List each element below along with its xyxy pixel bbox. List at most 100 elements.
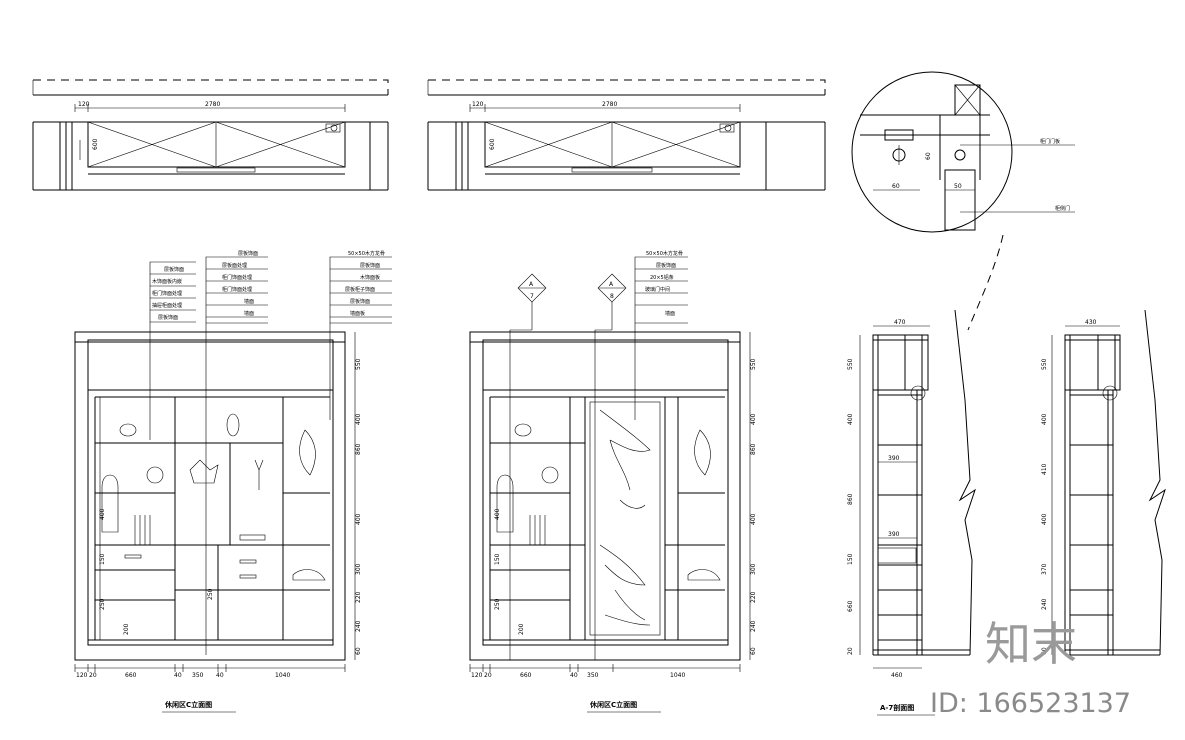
elev-b-bottom-dim-3: 660 bbox=[520, 672, 532, 679]
section-a7: 470 390 390 550 400 860 150 660 20 460 bbox=[847, 309, 976, 716]
elev-a-note-right-4: 层板柜子饰面 bbox=[345, 286, 375, 293]
elev-a-title: 休闲区C立面图 bbox=[164, 700, 212, 709]
elev-b-right-dim-2: 400 bbox=[750, 413, 757, 425]
sec-b-left-dim-2: 400 bbox=[1041, 413, 1048, 425]
elev-b-left-dim-3: 250 bbox=[494, 598, 501, 610]
elev-b-right-dim-1: 550 bbox=[750, 358, 757, 370]
elev-a-bottom-dim-1: 120 bbox=[76, 672, 88, 679]
elev-b-note-3: 20×5铝条 bbox=[650, 274, 674, 281]
elev-a-bottom-dim-7: 1040 bbox=[275, 672, 290, 679]
elev-b-right-dim-8: 60 bbox=[750, 647, 757, 655]
elev-a-mid-dim: 250 bbox=[207, 588, 214, 600]
sec-a-title: A-7剖面图 bbox=[880, 703, 914, 712]
detail-label-1: 柜门门板 bbox=[1040, 138, 1060, 145]
elev-a-note-right-1: 50×50木方龙骨 bbox=[348, 250, 385, 257]
elev-a-note-mid-5: 墙面 bbox=[244, 298, 254, 305]
elev-a-right-dim-5: 300 bbox=[355, 563, 362, 575]
elev-a-note-mid-2: 层板面处理 bbox=[222, 262, 247, 269]
elev-a-right-dim-4: 400 bbox=[355, 513, 362, 525]
elev-a-note-right-2: 层板饰面 bbox=[360, 262, 380, 269]
sec-b-left-dim-1: 550 bbox=[1041, 358, 1048, 370]
detail-dim-height: 60 bbox=[925, 152, 932, 160]
elev-a-note-left-1: 层板饰面 bbox=[164, 266, 184, 273]
detail-circle: 柜门门板 柜侧门 60 50 60 bbox=[851, 71, 1075, 331]
sec-b-left-dim-6: 240 bbox=[1041, 598, 1048, 610]
sec-a-left-dim-6: 20 bbox=[847, 647, 854, 655]
elev-b-bottom-dim-4: 40 bbox=[570, 672, 578, 679]
elev-a-bottom-dim-3: 660 bbox=[125, 672, 137, 679]
elev-b-note-1: 50×50木方龙骨 bbox=[646, 250, 683, 257]
elev-a-note-mid-6: 墙面 bbox=[244, 310, 254, 317]
elev-b-left-dim-2: 150 bbox=[494, 553, 501, 565]
sec-a-left-dim-4: 150 bbox=[847, 553, 854, 565]
elev-a-left-dim-3: 250 bbox=[99, 598, 106, 610]
sec-b-left-dim-7: 60 bbox=[1041, 647, 1048, 655]
elevation-b: 120 20 660 40 350 1040 550 400 860 400 3… bbox=[469, 250, 757, 713]
elev-a-left-dim-1: 400 bbox=[99, 508, 106, 520]
sec-b-top-dim: 430 bbox=[1085, 319, 1097, 326]
elev-a-note-right-6: 墙面板 bbox=[350, 310, 365, 317]
sec-a-top-dim: 470 bbox=[894, 319, 906, 326]
elev-a-right-dim-6: 220 bbox=[355, 591, 362, 603]
elev-b-note-5: 墙面 bbox=[665, 310, 675, 317]
sec-a-left-dim-1: 550 bbox=[847, 358, 854, 370]
elev-b-right-dim-3: 860 bbox=[750, 443, 757, 455]
elev-a-note-mid-4: 柜门饰面处理 bbox=[222, 286, 252, 293]
plan-view-a: 120 2780 600 bbox=[32, 79, 389, 191]
elev-a-bottom-dim-2: 20 bbox=[89, 672, 97, 679]
sec-b-left-dim-3: 410 bbox=[1041, 463, 1048, 475]
elev-b-bottom-dim-1: 120 bbox=[471, 672, 483, 679]
callout-a7-top: A bbox=[529, 281, 534, 288]
elev-a-bottom-dim-4: 40 bbox=[174, 672, 182, 679]
elev-a-bottom-dim-5: 350 bbox=[192, 672, 204, 679]
elev-b-left-dim-1: 400 bbox=[494, 508, 501, 520]
watermark-brand: 知末 bbox=[985, 617, 1077, 671]
elev-a-bottom-dim-6: 40 bbox=[216, 672, 224, 679]
sec-a-left-dim-2: 400 bbox=[847, 413, 854, 425]
elev-b-right-dim-7: 240 bbox=[750, 620, 757, 632]
elev-a-note-left-4: 抽屉柜面处理 bbox=[152, 302, 182, 309]
plan-a-dim-left: 120 bbox=[78, 101, 90, 108]
elev-a-note-right-3: 木饰面板 bbox=[360, 274, 380, 281]
plan-b-dim-depth: 600 bbox=[489, 138, 496, 150]
detail-dim-b: 50 bbox=[954, 183, 962, 190]
elev-a-right-dim-2: 400 bbox=[355, 413, 362, 425]
elev-b-right-dim-5: 300 bbox=[750, 563, 757, 575]
elev-a-note-left-3: 柜门饰面处理 bbox=[152, 290, 182, 297]
plan-view-b: 120 2780 600 bbox=[427, 79, 826, 191]
sec-a-left-dim-3: 860 bbox=[847, 493, 854, 505]
sec-a-inner-dim-1: 390 bbox=[888, 455, 900, 462]
callout-a8-top: A bbox=[609, 281, 614, 288]
elev-a-note-mid-3: 柜门饰面处理 bbox=[222, 274, 252, 281]
elev-a-left-dim-2: 150 bbox=[99, 553, 106, 565]
elev-a-note-left-2: 木饰面板内嵌 bbox=[152, 278, 182, 285]
elevation-a: 120 20 660 40 350 40 1040 550 400 860 40… bbox=[74, 250, 392, 713]
elev-b-bottom-dim-2: 20 bbox=[484, 672, 492, 679]
sec-b-left-dim-4: 400 bbox=[1041, 513, 1048, 525]
callout-a7-bottom: 7 bbox=[530, 293, 534, 300]
elev-a-right-dim-1: 550 bbox=[355, 358, 362, 370]
elev-a-note-left-5: 层板饰面 bbox=[158, 314, 178, 321]
elev-a-right-dim-8: 60 bbox=[355, 647, 362, 655]
elev-a-right-dim-7: 240 bbox=[355, 620, 362, 632]
elev-b-note-4: 玻璃门中间 bbox=[645, 286, 670, 293]
elev-a-note-right-5: 层板饰面 bbox=[350, 298, 370, 305]
elev-b-title: 休闲区C立面图 bbox=[589, 700, 637, 709]
elev-a-note-mid-1: 层板饰面 bbox=[238, 250, 258, 257]
elev-a-right-dim-3: 860 bbox=[355, 443, 362, 455]
sec-a-inner-dim-2: 390 bbox=[888, 531, 900, 538]
detail-dim-a: 60 bbox=[892, 183, 900, 190]
section-b: 430 550 400 410 400 370 240 60 bbox=[1041, 309, 1166, 656]
plan-a-dim-overall: 2780 bbox=[205, 101, 220, 108]
callout-a8-bottom: 8 bbox=[610, 293, 614, 300]
sec-b-left-dim-5: 370 bbox=[1041, 563, 1048, 575]
elev-b-bottom-dim-6: 1040 bbox=[670, 672, 685, 679]
sec-a-left-dim-5: 660 bbox=[847, 600, 854, 612]
elev-b-left-dim-4: 200 bbox=[518, 623, 525, 635]
elev-b-bottom-dim-5: 350 bbox=[587, 672, 599, 679]
sec-a-bottom-dim: 460 bbox=[891, 672, 903, 679]
plan-a-dim-depth: 600 bbox=[92, 138, 99, 150]
watermark: 知末 ID: 166523137 bbox=[930, 617, 1131, 719]
elev-a-left-dim-4: 200 bbox=[123, 623, 130, 635]
